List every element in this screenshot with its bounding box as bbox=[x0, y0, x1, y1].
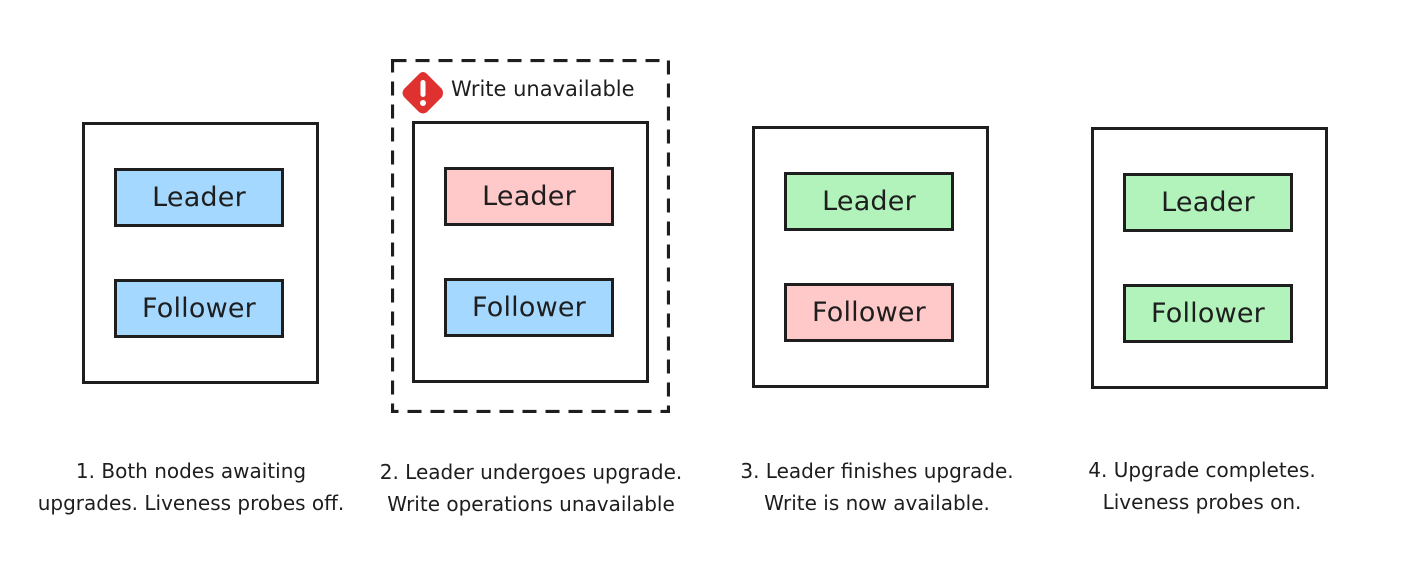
stage-3-cluster bbox=[752, 126, 989, 388]
caption-line: Liveness probes on. bbox=[1102, 490, 1302, 514]
warning-label: Write unavailable bbox=[451, 77, 635, 101]
stage-2-follower-node: Follower bbox=[444, 278, 614, 337]
stage-2-leader-node: Leader bbox=[444, 167, 614, 226]
node-label: Follower bbox=[811, 297, 926, 328]
node-label: Leader bbox=[1161, 187, 1255, 218]
write-unavailable-outline bbox=[391, 59, 670, 413]
node-label: Follower bbox=[1150, 298, 1265, 329]
caption-line: Write operations unavailable bbox=[387, 492, 675, 516]
node-label: Leader bbox=[152, 182, 246, 213]
stage-4-follower-node: Follower bbox=[1123, 284, 1293, 343]
stage-1-follower-node: Follower bbox=[114, 279, 284, 338]
stage-4-cluster bbox=[1091, 127, 1328, 389]
node-label: Follower bbox=[141, 293, 256, 324]
stage-4-leader-node: Leader bbox=[1123, 173, 1293, 232]
stage-3-follower-node: Follower bbox=[784, 283, 954, 342]
caption-line: 1. Both nodes awaiting bbox=[75, 459, 307, 483]
caption-line: 3. Leader finishes upgrade. bbox=[740, 459, 1014, 483]
node-label: Leader bbox=[822, 186, 916, 217]
caption-line: 2. Leader undergoes upgrade. bbox=[379, 460, 683, 484]
stage-1-cluster bbox=[82, 122, 319, 384]
stage-3-caption: 3. Leader finishes upgrade. Write is now… bbox=[707, 455, 1047, 519]
stage-1-caption: 1. Both nodes awaiting upgrades. Livenes… bbox=[21, 455, 361, 519]
node-label: Leader bbox=[482, 181, 576, 212]
stage-2-cluster bbox=[412, 121, 649, 383]
caption-line: upgrades. Liveness probes off. bbox=[37, 491, 345, 515]
stage-3-leader-node: Leader bbox=[784, 172, 954, 231]
caption-line: 4. Upgrade completes. bbox=[1088, 458, 1316, 482]
node-label: Follower bbox=[471, 292, 586, 323]
stage-4-caption: 4. Upgrade completes. Liveness probes on… bbox=[1032, 454, 1372, 518]
stage-1-leader-node: Leader bbox=[114, 168, 284, 227]
caption-line: Write is now available. bbox=[764, 491, 990, 515]
exclamation-diamond-icon bbox=[402, 72, 443, 114]
stage-2-caption: 2. Leader undergoes upgrade. Write opera… bbox=[361, 456, 701, 520]
